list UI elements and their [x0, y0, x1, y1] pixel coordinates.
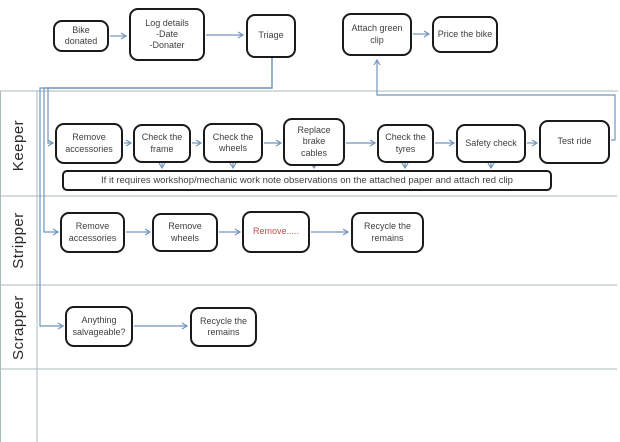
node-price-the-bike: Price the bike	[432, 16, 498, 53]
node-label: Triage	[258, 30, 284, 41]
lane-label-scrapper-text: Scrapper	[10, 294, 27, 360]
node-triage: Triage	[246, 14, 296, 58]
node-label: Check the wheels	[212, 131, 254, 153]
node-label: Log details -Date -Donater	[145, 17, 189, 51]
node-keeper-check-tyres: Check the tyres	[377, 124, 434, 163]
lane-label-stripper-text: Stripper	[10, 212, 27, 269]
node-label: Price the bike	[437, 28, 493, 39]
lane-label-stripper: Stripper	[0, 197, 37, 284]
note-text: If it requires workshop/mechanic work no…	[101, 175, 513, 186]
node-stripper-remove-accessories: Remove accessories	[60, 212, 125, 253]
connector-triage-to-scrapper	[39, 58, 273, 330]
node-keeper-check-wheels: Check the wheels	[203, 123, 263, 163]
node-keeper-test-ride: Test ride	[539, 120, 610, 164]
node-label: Anything salvageable?	[72, 315, 126, 337]
node-label: Check the frame	[141, 132, 183, 154]
connector-testride-to-attachclip	[373, 58, 616, 141]
lane-borders	[0, 90, 618, 442]
node-label: Check the tyres	[385, 132, 426, 154]
node-scrapper-anything-salvageable: Anything salvageable?	[65, 306, 133, 347]
node-bike-donated: Bike donated	[53, 20, 109, 52]
lane-label-keeper-text: Keeper	[10, 119, 27, 171]
node-label: Attach green clip	[351, 23, 403, 45]
node-label: Recycle the remains	[199, 315, 248, 337]
node-keeper-safety-check: Safety check	[456, 124, 526, 163]
lane-label-keeper: Keeper	[0, 95, 37, 195]
node-keeper-remove-accessories: Remove accessories	[55, 123, 123, 164]
note-workshop-red-clip: If it requires workshop/mechanic work no…	[62, 170, 552, 191]
node-label: Remove.....	[252, 226, 299, 237]
node-label: Replace brake cables	[297, 125, 331, 158]
lane-label-scrapper: Scrapper	[0, 286, 37, 368]
node-label: Remove accessories	[68, 221, 117, 243]
node-keeper-check-frame: Check the frame	[133, 124, 191, 163]
node-label: Test ride	[557, 136, 592, 147]
node-attach-green-clip: Attach green clip	[342, 13, 412, 56]
node-label: Safety check	[465, 137, 517, 148]
node-scrapper-recycle-remains: Recycle the remains	[190, 307, 257, 347]
node-label: Bike donated	[64, 24, 98, 46]
node-label: Remove wheels	[168, 221, 202, 243]
node-label: Remove accessories	[65, 132, 113, 154]
node-stripper-remove-placeholder: Remove.....	[242, 211, 310, 253]
node-label: Recycle the remains	[363, 221, 412, 243]
node-keeper-replace-brake-cables: Replace brake cables	[283, 118, 345, 166]
node-stripper-remove-wheels: Remove wheels	[152, 213, 218, 252]
node-stripper-recycle-remains: Recycle the remains	[351, 212, 424, 253]
node-log-details: Log details -Date -Donater	[129, 8, 205, 61]
